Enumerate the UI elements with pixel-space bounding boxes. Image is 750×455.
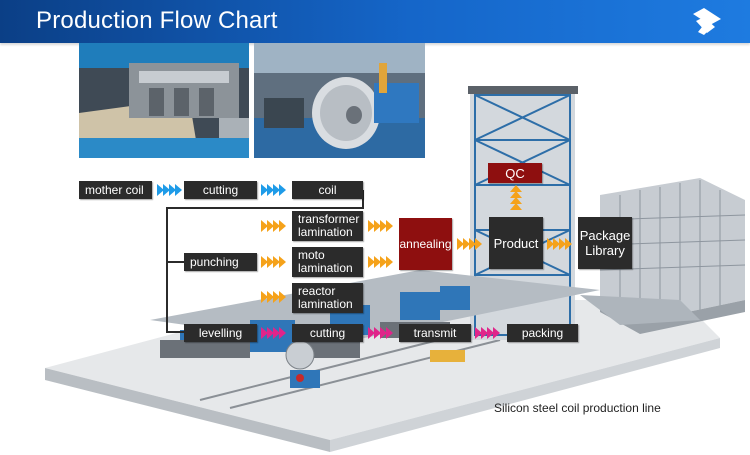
brand-logo-icon	[693, 8, 721, 35]
page-title: Production Flow Chart	[36, 7, 278, 34]
flow-arrow-orange	[457, 238, 482, 250]
flow-arrow-orange	[368, 256, 393, 268]
flow-arrow-pink	[368, 327, 393, 339]
flow-arrow-orange	[261, 256, 286, 268]
packing-step: packing	[507, 324, 578, 342]
cutting-step-bottom: cutting	[292, 324, 363, 342]
product-step: Product	[489, 217, 543, 269]
flow-arrow-orange	[368, 220, 393, 232]
header-bar: Production Flow Chart	[0, 0, 750, 43]
caption: Silicon steel coil production line	[494, 401, 661, 415]
levelling-step: levelling	[184, 324, 257, 342]
connector-line	[166, 207, 364, 209]
flow-arrow-orange	[261, 291, 286, 303]
connector-line	[166, 261, 184, 263]
mother-coil-step: mother coil	[79, 181, 152, 199]
transmit-step: transmit	[399, 324, 471, 342]
cutting-step: cutting	[184, 181, 257, 199]
flow-arrow-orange	[547, 238, 572, 250]
punching-step: punching	[184, 253, 257, 271]
flow-arrow-up-orange	[510, 185, 522, 210]
package-library-step: Package Library	[578, 217, 632, 269]
flow-arrow-orange	[261, 220, 286, 232]
flow-arrow-pink	[261, 327, 286, 339]
coil-photo	[254, 43, 425, 158]
reactor-lamination-step: reactor lamination	[292, 283, 363, 313]
coil-step: coil	[292, 181, 363, 199]
connector-line	[362, 190, 364, 208]
flow-arrow-pink	[475, 327, 500, 339]
qc-step: QC	[488, 163, 542, 183]
moto-lamination-step: moto lamination	[292, 247, 363, 277]
flow-arrow-blue	[157, 184, 182, 196]
annealing-step: annealing	[399, 218, 452, 270]
flow-arrow-blue	[261, 184, 286, 196]
connector-line	[166, 207, 168, 333]
connector-line	[166, 331, 184, 333]
machine-photo	[79, 43, 249, 158]
transformer-lamination-step: transformer lamination	[292, 211, 363, 241]
